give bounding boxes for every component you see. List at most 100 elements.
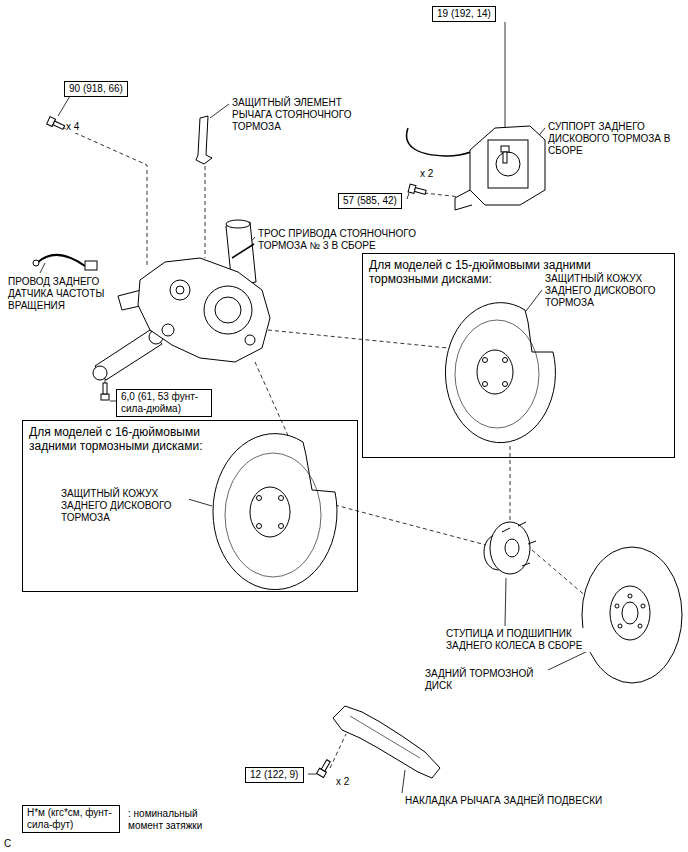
part-name: ЗАЩИТНЫЙ КОЖУХ ЗАДНЕГО ДИСКОВОГО ТОРМОЗА xyxy=(61,488,189,524)
leader-line xyxy=(188,499,212,506)
torque-spec: 12 (122, 9) xyxy=(245,767,304,783)
leader-line xyxy=(402,770,405,793)
dust-cover-15 xyxy=(503,358,508,363)
wheel-hub xyxy=(490,522,530,574)
torque-value: 90 (918, 66) xyxy=(69,83,123,95)
brake-hose xyxy=(407,128,478,156)
dust-cover-15 xyxy=(503,382,508,387)
leader-line xyxy=(505,22,506,144)
dust-cover-16 xyxy=(213,434,337,590)
brake-disc xyxy=(618,624,622,628)
torque-spec: 90 (918, 66) xyxy=(64,81,128,97)
dust-cover-15 xyxy=(445,303,555,443)
bolt xyxy=(101,383,109,400)
leader-line xyxy=(526,290,542,311)
brake-disc xyxy=(641,604,645,608)
leader-line xyxy=(58,96,70,116)
steering-knuckle xyxy=(204,286,252,334)
brake-caliper xyxy=(488,140,528,188)
bolt xyxy=(47,117,66,131)
bolt xyxy=(317,759,332,778)
steering-knuckle xyxy=(162,324,174,336)
part-name: ЗАЩИТНЫЙ ЭЛЕМЕНТ РЫЧАГА СТОЯНОЧНОГО ТОРМ… xyxy=(232,97,367,133)
part-name: СУППОРТ ЗАДНЕГО ДИСКОВОГО ТОРМОЗА В СБОР… xyxy=(548,121,674,157)
wheel-hub xyxy=(502,522,536,566)
dust-cover-16 xyxy=(257,524,262,529)
brake-caliper xyxy=(470,126,545,205)
part-name: ЗАДНИЙ ТОРМОЗНОЙ ДИСК xyxy=(425,668,545,692)
leader-line xyxy=(210,104,229,118)
wheel-hub xyxy=(505,539,519,557)
quantity-label: x 4 xyxy=(66,121,79,133)
dashed-assembly-line xyxy=(62,127,147,268)
dust-cover-16 xyxy=(213,434,337,590)
leader-line xyxy=(40,263,45,273)
brake-disc xyxy=(622,602,638,624)
dashed-assembly-line xyxy=(268,330,448,348)
brake-disc xyxy=(628,594,632,598)
dust-cover-15 xyxy=(455,320,539,428)
dashed-assembly-line xyxy=(255,362,290,440)
dust-cover-16 xyxy=(225,453,321,577)
steering-knuckle xyxy=(138,258,270,362)
speed-sensor-wire xyxy=(38,255,85,266)
dust-cover-16 xyxy=(250,487,290,537)
leader-line xyxy=(505,578,506,626)
steering-knuckle xyxy=(138,258,270,362)
dashed-assembly-line xyxy=(330,734,346,768)
dashed-assembly-line xyxy=(205,166,206,258)
brake-disc xyxy=(582,547,682,683)
part-name: ТРОС ПРИВОДА СТОЯНОЧНОГО ТОРМОЗА № 3 В С… xyxy=(258,228,438,252)
variant-panel: Для моделей с 16-дюймовыми задними тормо… xyxy=(22,420,358,592)
brake-disc xyxy=(610,586,650,640)
torque-spec: 6,0 (61, 53 фунт-сила-дюйма) xyxy=(116,389,212,417)
quantity-label: x 2 xyxy=(420,168,433,180)
leader-line xyxy=(548,650,590,670)
steering-knuckle xyxy=(176,286,184,294)
torque-value: 19 (192, 14) xyxy=(437,8,491,20)
torque-value: 12 (122, 9) xyxy=(250,769,299,781)
parking-brake-cable xyxy=(232,244,254,258)
torque-value: 57 (585, 42) xyxy=(343,195,397,207)
variant-panel: Для моделей с 15-дюймовыми задними тормо… xyxy=(362,253,675,458)
bolt xyxy=(501,146,509,163)
parking-brake-guard xyxy=(196,116,212,164)
steering-knuckle xyxy=(215,297,241,323)
part-name: ПРОВОД ЗАДНЕГО ДАТЧИКА ЧАСТОТЫ ВРАЩЕНИЯ xyxy=(8,276,112,312)
parking-brake-guard xyxy=(196,116,212,164)
torque-spec: 19 (192, 14) xyxy=(432,6,496,22)
dust-cover-16 xyxy=(257,496,262,501)
dust-cover-16 xyxy=(279,524,284,529)
steering-knuckle xyxy=(245,335,255,345)
speed-sensor-wire xyxy=(33,255,97,270)
brake-caliper xyxy=(496,152,520,176)
brake-disc xyxy=(582,547,682,683)
brake-caliper xyxy=(455,190,472,210)
brake-hose xyxy=(407,128,478,156)
dust-cover-16 xyxy=(279,496,284,501)
part-name: ЗАЩИТНЫЙ КОЖУХ ЗАДНЕГО ДИСКОВОГО ТОРМОЗА xyxy=(545,273,669,309)
brake-disc xyxy=(615,604,619,608)
leader-line xyxy=(407,193,409,199)
brake-disc xyxy=(638,624,642,628)
bolt xyxy=(408,184,426,196)
wheel-hub xyxy=(484,522,536,574)
dust-cover-15 xyxy=(483,382,488,387)
steering-knuckle xyxy=(170,280,190,300)
suspension-arm-cover xyxy=(350,716,420,758)
strut-lower xyxy=(226,220,250,228)
suspension-arm-cover xyxy=(333,706,440,778)
part-name: НАКЛАДКА РЫЧАГА ЗАДНЕЙ ПОДВЕСКИ xyxy=(405,795,602,807)
quantity-label: x 2 xyxy=(336,776,349,788)
dashed-assembly-line xyxy=(532,550,588,598)
legend-sample: Н*м (кгс*см, фунт-сила-фут) xyxy=(22,805,120,833)
torque-value: 6,0 (61, 53 фунт-сила-дюйма) xyxy=(121,391,207,415)
dust-cover-15 xyxy=(445,303,555,443)
legend-text: : номинальный момент затяжки xyxy=(128,808,233,832)
panel-heading: Для моделей с 16-дюймовыми задними тормо… xyxy=(29,425,234,453)
dust-cover-15 xyxy=(477,350,513,394)
leader-line xyxy=(308,774,316,775)
parking-brake-cable xyxy=(232,244,254,258)
